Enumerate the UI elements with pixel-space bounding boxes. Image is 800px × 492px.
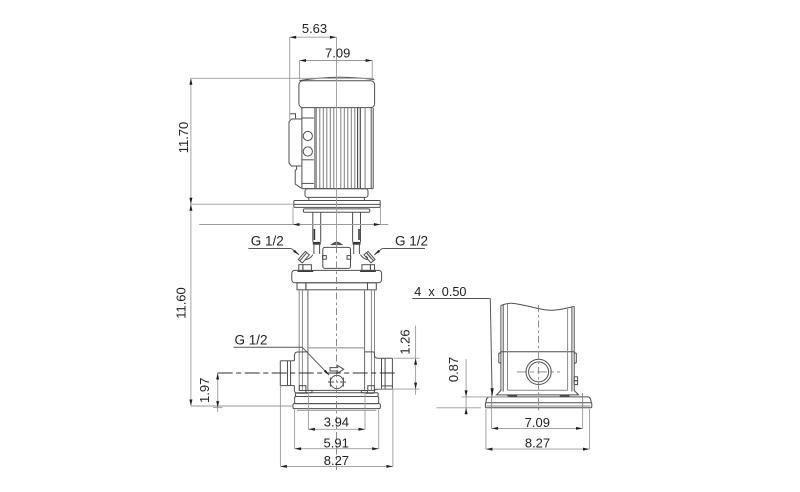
svg-text:3.94: 3.94 bbox=[324, 414, 349, 429]
svg-text:7.09: 7.09 bbox=[325, 46, 350, 61]
svg-text:G 1/2: G 1/2 bbox=[235, 332, 268, 347]
svg-text:7.09: 7.09 bbox=[525, 415, 550, 430]
svg-text:5.63: 5.63 bbox=[302, 21, 327, 36]
svg-text:8.27: 8.27 bbox=[324, 453, 349, 468]
svg-text:1.97: 1.97 bbox=[197, 378, 212, 403]
svg-text:0.87: 0.87 bbox=[446, 357, 461, 382]
svg-text:1.26: 1.26 bbox=[398, 329, 413, 354]
svg-text:11.70: 11.70 bbox=[176, 122, 191, 154]
svg-text:G 1/2: G 1/2 bbox=[395, 233, 428, 248]
svg-text:11.60: 11.60 bbox=[174, 287, 189, 319]
svg-text:5.91: 5.91 bbox=[324, 436, 349, 451]
svg-text:4 x 0.50: 4 x 0.50 bbox=[414, 285, 466, 299]
svg-text:8.27: 8.27 bbox=[525, 436, 550, 451]
svg-text:G 1/2: G 1/2 bbox=[251, 233, 284, 248]
